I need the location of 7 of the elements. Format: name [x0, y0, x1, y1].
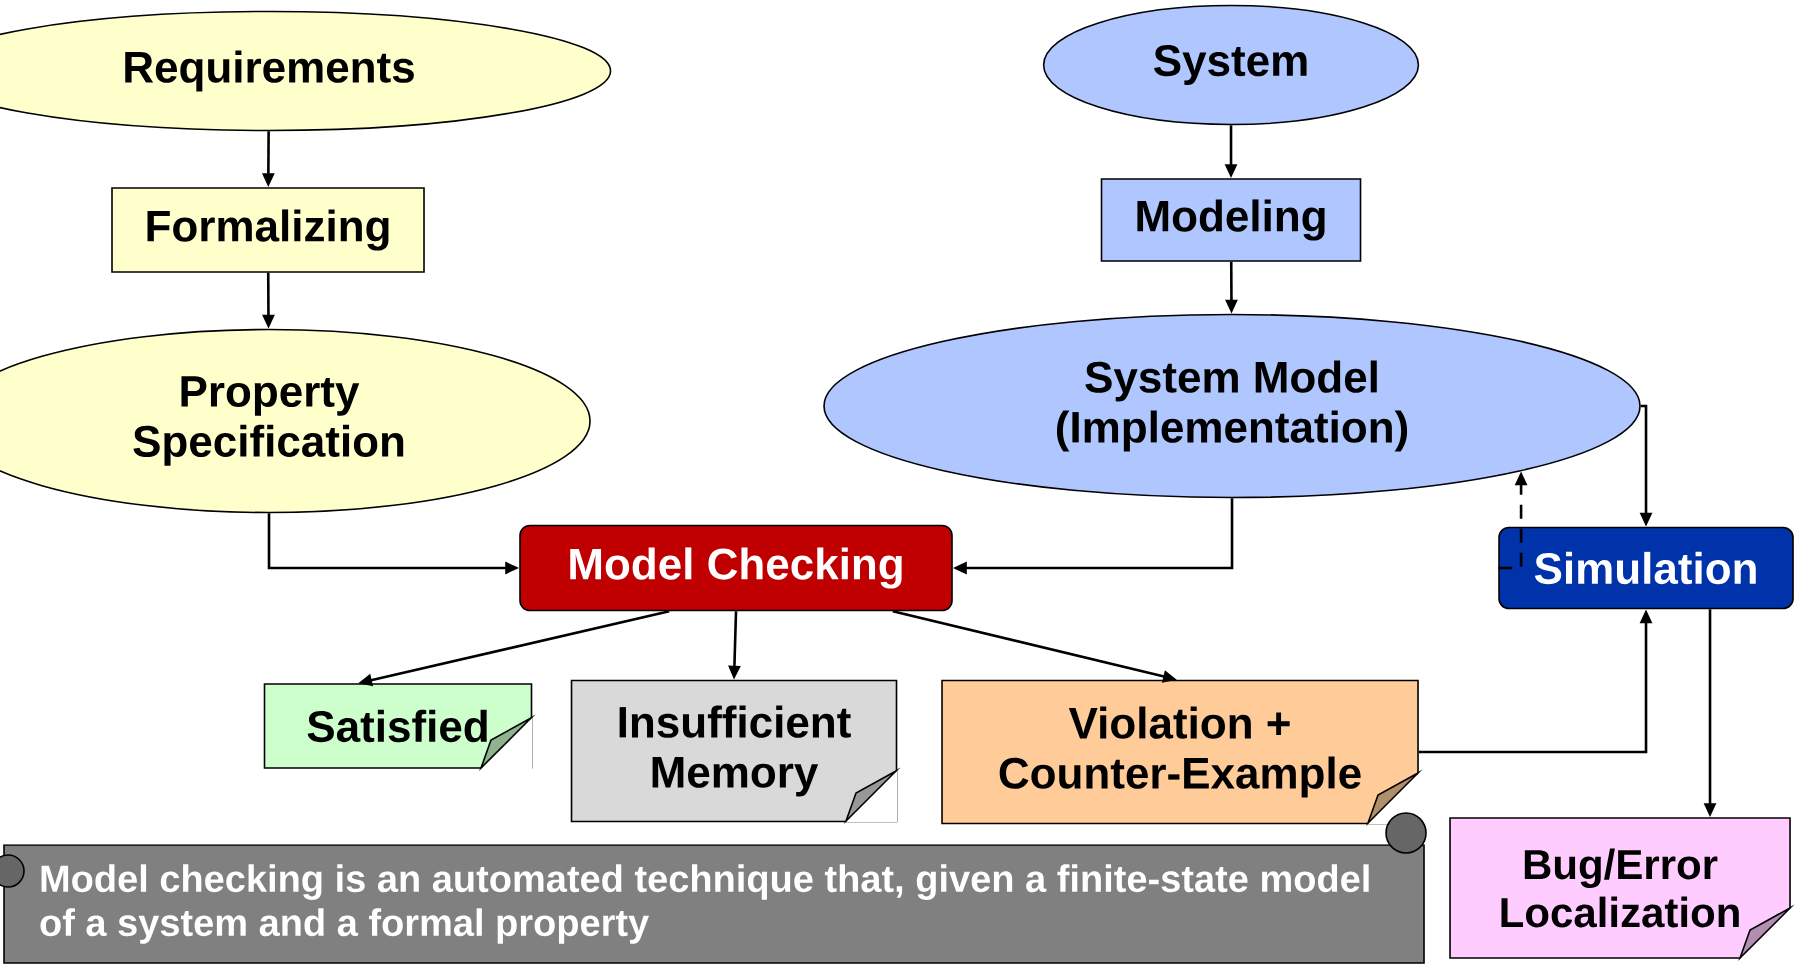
- ellipse-node: System Model (Implementation): [823, 313, 1641, 499]
- ellipse-node: System: [1042, 4, 1420, 126]
- process-box: Simulation: [1498, 526, 1794, 610]
- scroll-banner: Model checking is an automated technique that, given a finite-state model of a system and a formal property: [0, 812, 1427, 964]
- process-box: Model Checking: [519, 524, 953, 612]
- process-box: Modeling: [1100, 178, 1362, 262]
- process-box: Formalizing: [111, 187, 425, 273]
